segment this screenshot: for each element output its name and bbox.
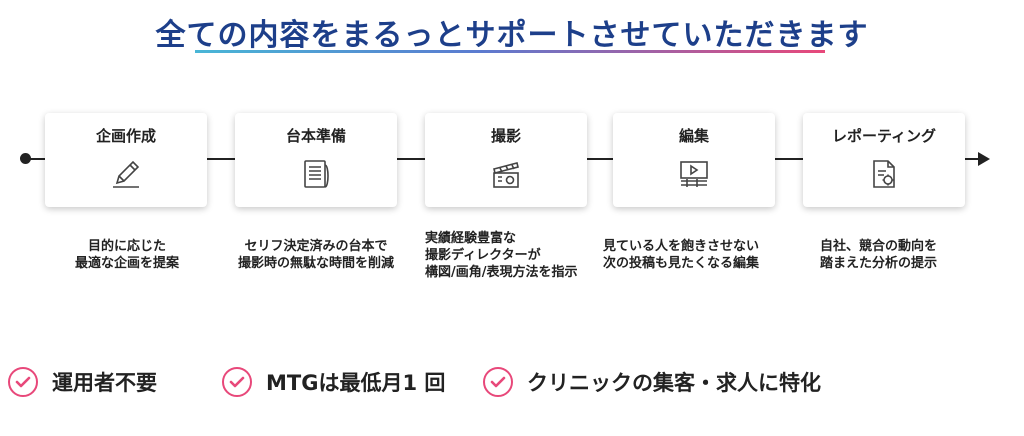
- desc-line: 目的に応じた: [87, 239, 166, 254]
- step-card-editing: 編集: [613, 113, 775, 207]
- report-icon: [867, 157, 901, 191]
- step-description-script: セリフ決定済みの台本で 撮影時の無駄な時間を削減: [223, 238, 409, 272]
- step-label: 企画作成: [95, 127, 156, 145]
- step-label: レポーティング: [831, 127, 937, 145]
- page-title: 全ての内容をまるっとサポートさせていただきます: [155, 18, 869, 53]
- clapperboard-icon: [489, 157, 523, 191]
- desc-line: 自社、競合の動向を: [820, 239, 938, 254]
- feature-label: 運用者不要: [52, 371, 157, 395]
- desc-line: 実績経験豊富な: [425, 231, 517, 246]
- step-card-planning: 企画作成: [45, 113, 207, 207]
- check-icon: [483, 367, 513, 397]
- video-edit-icon: [677, 157, 711, 191]
- step-label: 台本準備: [285, 127, 346, 145]
- step-description-reporting: 自社、競合の動向を 踏まえた分析の提示: [820, 238, 970, 272]
- desc-line: 撮影時の無駄な時間を削減: [237, 256, 394, 271]
- step-label: 撮影: [490, 127, 521, 145]
- desc-line: 最適な企画を提案: [74, 256, 179, 271]
- desc-line: 見ている人を飽きさせない: [603, 239, 760, 254]
- step-card-reporting: レポーティング: [803, 113, 965, 207]
- step-label: 編集: [678, 127, 709, 145]
- step-card-script: 台本準備: [235, 113, 397, 207]
- desc-line: セリフ決定済みの台本で: [244, 239, 388, 254]
- step-description-editing: 見ている人を飽きさせない 次の投稿も見たくなる編集: [603, 238, 793, 272]
- document-icon: [299, 157, 333, 191]
- step-card-shooting: 撮影: [425, 113, 587, 207]
- timeline-arrow-icon: [978, 152, 990, 166]
- feature-clinic-specialized: クリニックの集客・求人に特化: [483, 365, 821, 399]
- step-description-shooting: 実績経験豊富な 撮影ディレクターが 構図/画角/表現方法を指示: [425, 230, 625, 281]
- feature-meeting: MTGは最低月1 回: [222, 365, 445, 399]
- pencil-icon: [109, 157, 143, 191]
- step-description-planning: 目的に応じた 最適な企画を提案: [62, 238, 192, 272]
- check-icon: [8, 367, 38, 397]
- feature-label: MTGは最低月1 回: [266, 371, 446, 395]
- check-icon: [222, 367, 252, 397]
- feature-label: クリニックの集客・求人に特化: [527, 371, 821, 395]
- timeline-start-dot: [20, 153, 31, 164]
- desc-line: 踏まえた分析の提示: [820, 256, 938, 271]
- desc-line: 次の投稿も見たくなる編集: [603, 256, 760, 271]
- desc-line: 構図/画角/表現方法を指示: [425, 265, 578, 280]
- feature-no-operator: 運用者不要: [8, 365, 157, 399]
- title-underline: [195, 50, 825, 53]
- desc-line: 撮影ディレクターが: [425, 248, 541, 263]
